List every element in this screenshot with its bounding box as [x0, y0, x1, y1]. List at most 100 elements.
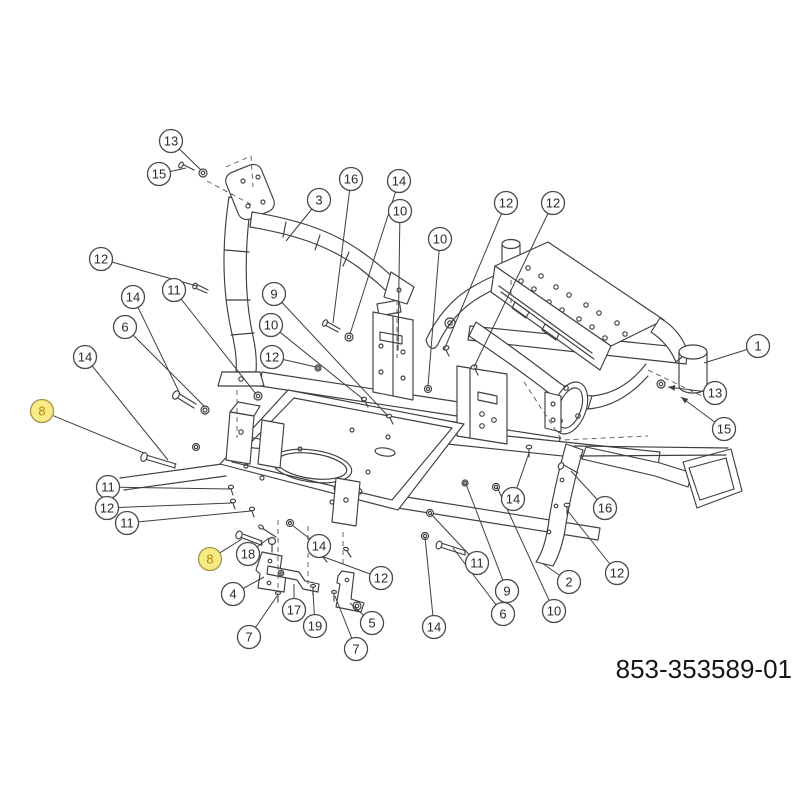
leader-line: [279, 331, 364, 400]
callout-circle: [258, 312, 284, 338]
callout-number: 6: [121, 320, 128, 335]
callout-5: 5: [359, 610, 385, 636]
callout-16: 16: [338, 166, 364, 192]
callout-11: 11: [161, 277, 187, 303]
callout-number: 2: [565, 575, 572, 590]
callout-number: 10: [547, 604, 561, 619]
center-brackets-art: [372, 299, 508, 445]
callout-number: 16: [598, 501, 612, 516]
callout-number: 7: [245, 630, 252, 645]
callout-number: 19: [308, 619, 322, 634]
callout-7: 7: [343, 636, 369, 662]
dashed-guides: [206, 155, 703, 592]
callout-number: 11: [101, 480, 115, 495]
callout-circle: [112, 314, 138, 340]
callout-number: 12: [374, 571, 388, 586]
callout-10: 10: [387, 198, 413, 224]
callout-number: 15: [717, 422, 731, 437]
callout-16: 16: [592, 495, 618, 521]
leader-line: [138, 510, 252, 523]
leader-line: [180, 298, 257, 395]
callout-circle: [711, 416, 737, 442]
callout-12: 12: [94, 495, 120, 521]
callout-12: 12: [540, 190, 566, 216]
callout-circle: [702, 380, 728, 406]
callout-circle: [236, 624, 262, 650]
callout-circle: [421, 614, 447, 640]
callout-number: 10: [264, 318, 278, 333]
callout-12: 12: [259, 344, 285, 370]
callout-circle: [387, 198, 413, 224]
callout-6: 6: [112, 314, 138, 340]
callout-circle: [114, 510, 140, 536]
leader-line: [137, 307, 181, 395]
leader-line: [473, 213, 549, 368]
callout-circle: [72, 344, 98, 370]
callout-11: 11: [114, 510, 140, 536]
callout-circle: [494, 578, 520, 604]
leader-line: [52, 414, 145, 454]
callout-circle: [281, 597, 307, 623]
leader-lines: [52, 148, 748, 639]
fasteners-art: [140, 161, 666, 603]
callout-circle: [368, 565, 394, 591]
callout-14: 14: [306, 533, 332, 559]
callout-number: 7: [352, 642, 359, 657]
leader-line: [349, 191, 396, 335]
callout-number: 14: [392, 174, 406, 189]
callout-circle: [220, 581, 246, 607]
callout-circle: [464, 550, 490, 576]
callout-circle: [359, 610, 385, 636]
callout-14: 14: [120, 284, 146, 310]
leader-arrowhead: [681, 397, 689, 404]
callout-number: 5: [368, 616, 375, 631]
leader-line: [119, 486, 231, 490]
callout-10: 10: [427, 226, 453, 252]
callout-circle: [259, 344, 285, 370]
callout-circle: [158, 128, 184, 154]
callout-circle: [556, 569, 582, 595]
callout-number: 15: [152, 167, 166, 182]
callout-4: 4: [220, 581, 246, 607]
leader-line: [219, 538, 243, 554]
callout-12: 12: [604, 560, 630, 586]
callout-19: 19: [302, 613, 328, 639]
leader-line: [242, 576, 265, 589]
callout-10: 10: [258, 312, 284, 338]
callout-circle: [261, 281, 287, 307]
callout-9: 9: [494, 578, 520, 604]
callout-number: 13: [164, 134, 178, 149]
callout-circle: [306, 533, 332, 559]
callout-number: 14: [427, 620, 441, 635]
leader-line: [680, 396, 716, 423]
leader-line: [349, 602, 364, 616]
leader-line: [111, 261, 198, 287]
callout-10: 10: [541, 598, 567, 624]
callout-11: 11: [95, 474, 121, 500]
callout-circle: [302, 613, 328, 639]
leader-line: [427, 250, 440, 387]
callout-number: 17: [287, 603, 301, 618]
callout-number: 14: [312, 539, 326, 554]
leader-line: [566, 509, 611, 565]
callout-circle: [120, 284, 146, 310]
callout-circle: [386, 168, 412, 194]
leader-line: [178, 148, 202, 171]
leader-line: [283, 359, 317, 368]
callout-circle: [540, 190, 566, 216]
callout-circle: [29, 398, 55, 424]
callout-circle: [541, 598, 567, 624]
seat-plate-art: [425, 238, 708, 394]
callout-14: 14: [72, 344, 98, 370]
callout-circle: [146, 161, 172, 187]
leader-line: [312, 590, 315, 615]
callout-number: 12: [499, 196, 513, 211]
leader-line: [703, 349, 748, 364]
callout-circle: [427, 226, 453, 252]
leader-line: [170, 167, 187, 172]
callout-8-highlighted: 8: [29, 398, 55, 424]
callout-number: 8: [38, 404, 45, 419]
callout-number: 12: [546, 196, 560, 211]
